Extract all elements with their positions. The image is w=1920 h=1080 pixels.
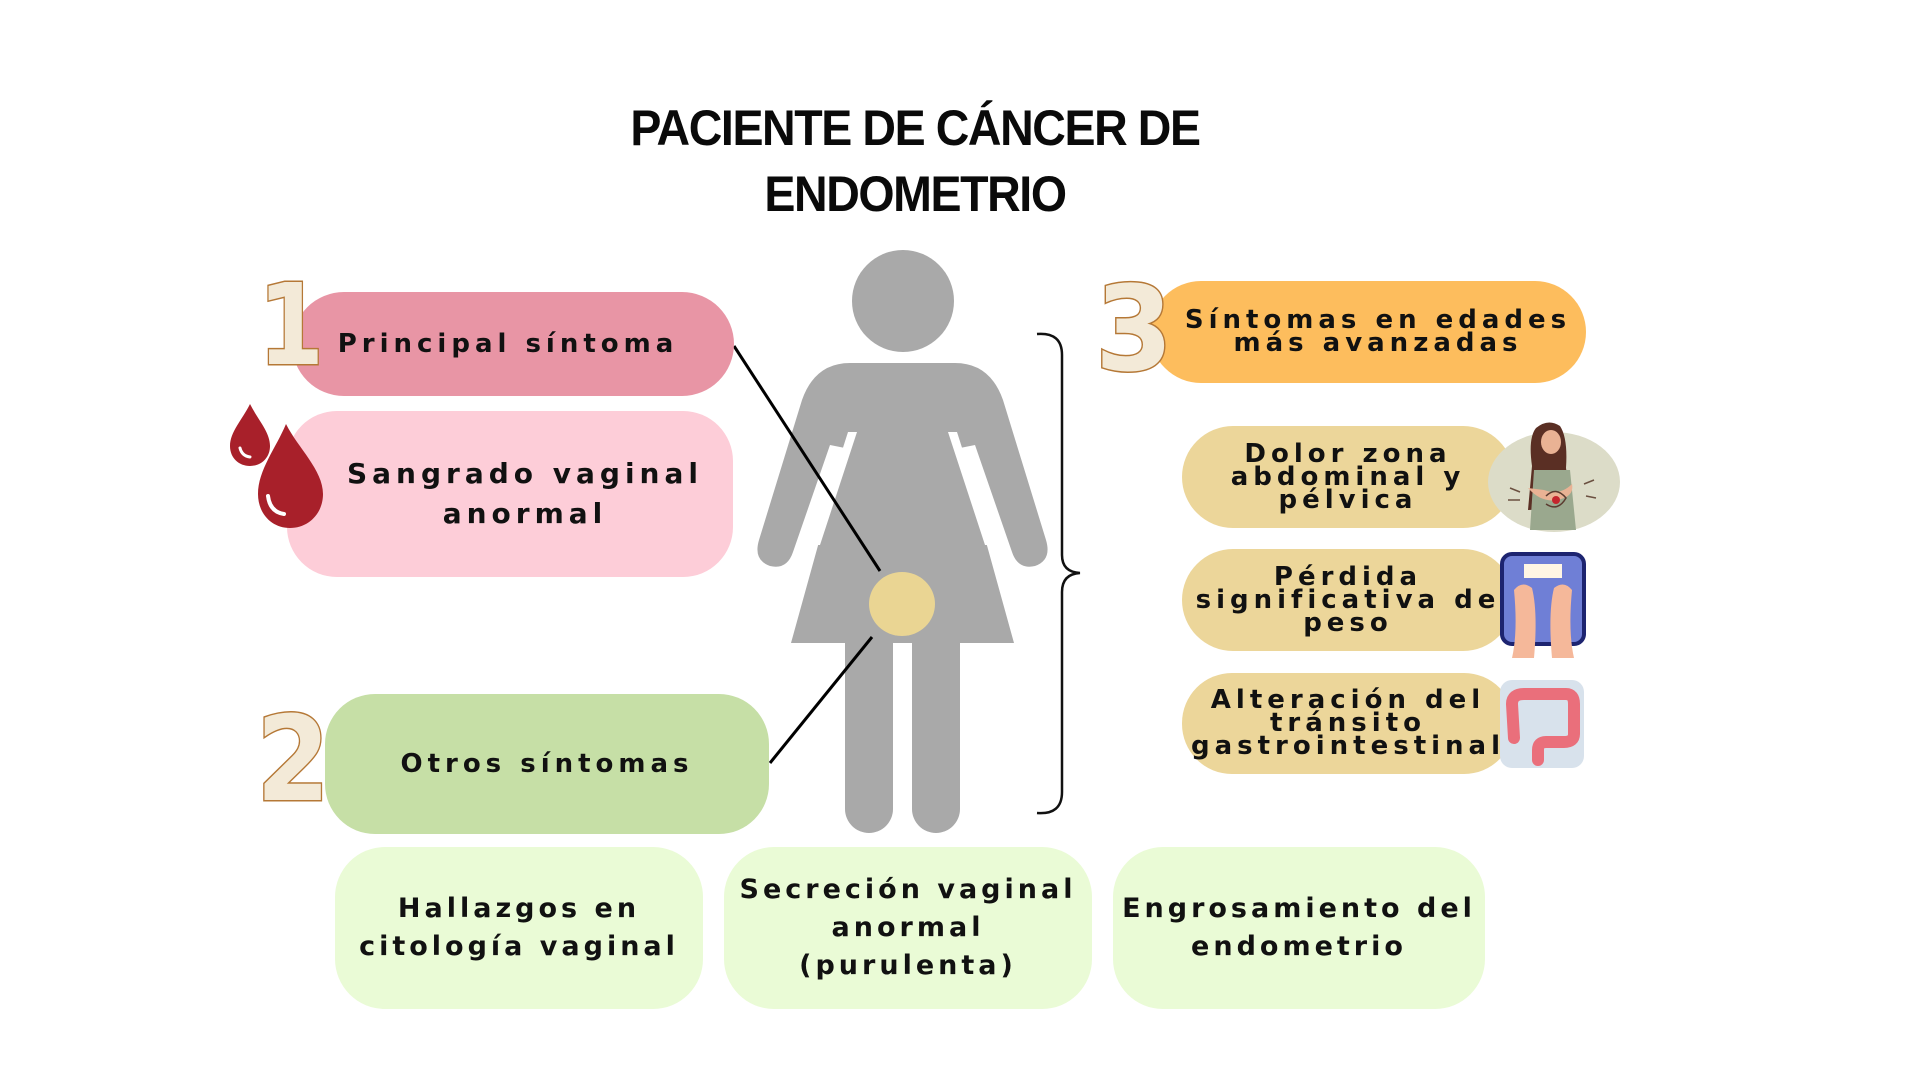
title-line-1: PACIENTE DE CÁNCER DE — [630, 100, 1201, 156]
connector-line-2 — [768, 636, 874, 764]
advanced-age-header: Síntomas en edades más avanzadas — [1150, 281, 1586, 383]
advanced-item-2: Pérdida significativa de peso — [1182, 549, 1514, 651]
other-symptom-item-1-label: Hallazgos en citología vaginal — [359, 893, 679, 962]
other-symptoms-header: Otros síntomas — [325, 694, 769, 834]
other-symptom-item-3: Engrosamiento del endometrio — [1113, 847, 1485, 1009]
number-3-badge: 3 — [1094, 260, 1175, 398]
advanced-item-1: Dolor zona abdominal y pélvica — [1182, 426, 1514, 528]
other-symptom-item-2-label: Secreción vaginal anormal (purulenta) — [739, 874, 1077, 981]
uterus-marker — [869, 572, 935, 636]
other-symptom-item-1: Hallazgos en citología vaginal — [335, 847, 703, 1009]
connector-line-1 — [732, 345, 882, 572]
abdominal-pain-icon — [1488, 422, 1620, 532]
other-symptom-item-3-label: Engrosamiento del endometrio — [1122, 893, 1476, 962]
colon-intestine-icon — [1500, 680, 1584, 768]
blood-drops-icon — [230, 404, 323, 528]
number-1-badge: 1 — [257, 261, 326, 391]
weight-scale-icon — [1500, 552, 1586, 658]
number-2-badge: 2 — [255, 690, 332, 828]
abnormal-bleeding-item: Sangrado vaginal anormal — [287, 411, 733, 577]
other-symptom-item-2: Secreción vaginal anormal (purulenta) — [724, 847, 1092, 1009]
principal-symptom-label: Principal síntoma — [337, 329, 679, 359]
other-symptoms-label: Otros síntomas — [400, 749, 694, 779]
abnormal-bleeding-label: Sangrado vaginal anormal — [347, 457, 703, 530]
title-line-2: ENDOMETRIO — [764, 166, 1067, 222]
advanced-item-1-label: Dolor zona abdominal y pélvica — [1230, 438, 1466, 515]
advanced-item-2-label: Pérdida significativa de peso — [1195, 561, 1501, 638]
curly-bracket — [1036, 332, 1081, 815]
advanced-age-label: Síntomas en edades más avanzadas — [1184, 305, 1572, 358]
woman-figure-icon — [757, 250, 1048, 833]
advanced-item-3: Alteración del tránsito gastrointestinal — [1182, 673, 1514, 774]
principal-symptom-header: Principal síntoma — [292, 292, 734, 396]
advanced-item-3-label: Alteración del tránsito gastrointestinal — [1190, 685, 1505, 761]
page-title: PACIENTE DE CÁNCER DE ENDOMETRIO — [560, 95, 1270, 227]
